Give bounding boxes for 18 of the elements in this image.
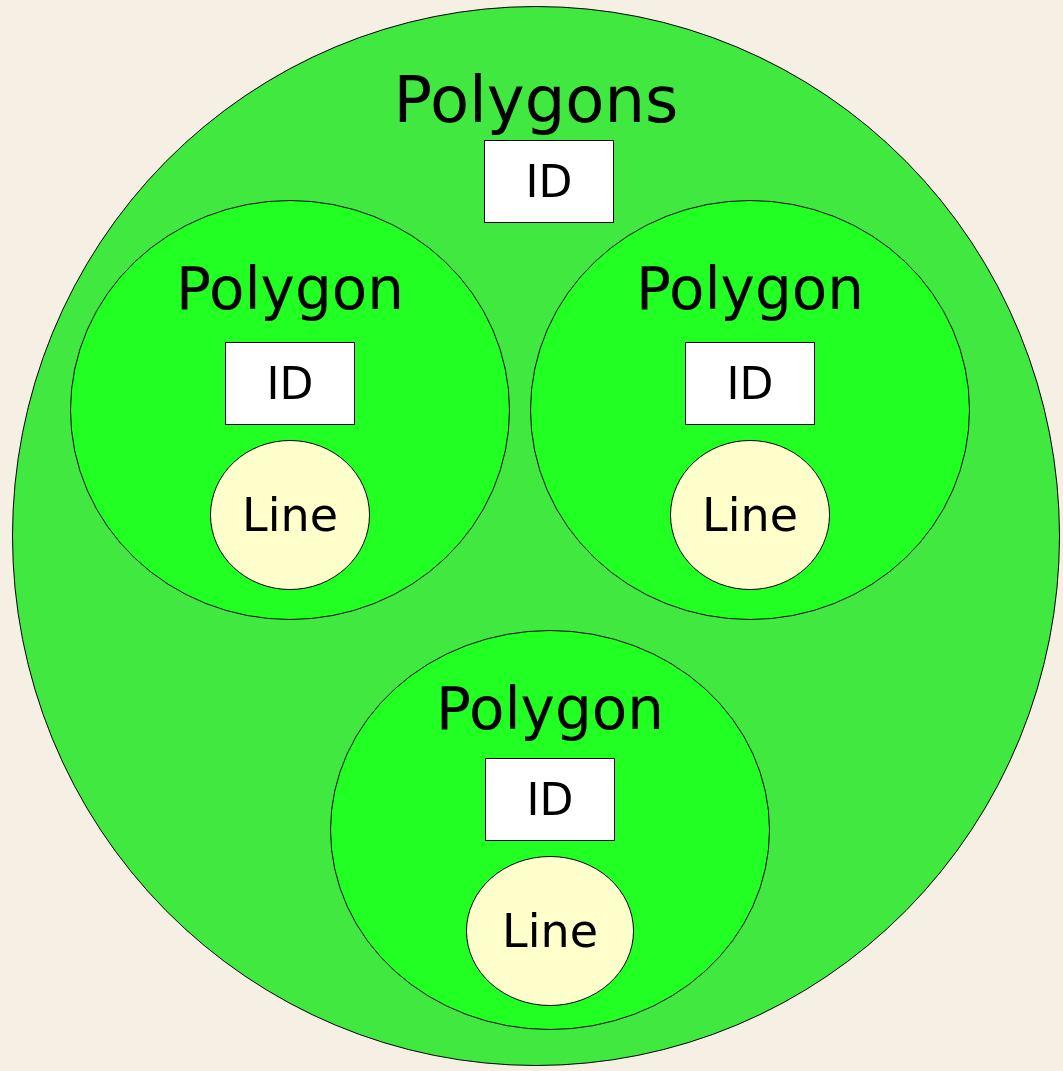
line-circle: [670, 440, 830, 590]
node-label: ID: [526, 777, 574, 822]
polygon-ellipse: [530, 200, 970, 620]
node-label: ID: [726, 361, 774, 406]
id-box: [485, 758, 615, 841]
line-circle: [466, 856, 634, 1006]
id-box: [685, 342, 815, 425]
node-label: Line: [242, 492, 338, 538]
node-label: Line: [502, 908, 598, 954]
node-label: ID: [266, 361, 314, 406]
set-circle: [12, 6, 1060, 1066]
node-label: Line: [702, 492, 798, 538]
polygon-ellipse: [70, 200, 510, 620]
id-box: [225, 342, 355, 425]
node-label: ID: [525, 159, 573, 204]
line-circle: [210, 440, 370, 590]
polygon-ellipse: [330, 630, 770, 1030]
id-box: [484, 140, 614, 223]
